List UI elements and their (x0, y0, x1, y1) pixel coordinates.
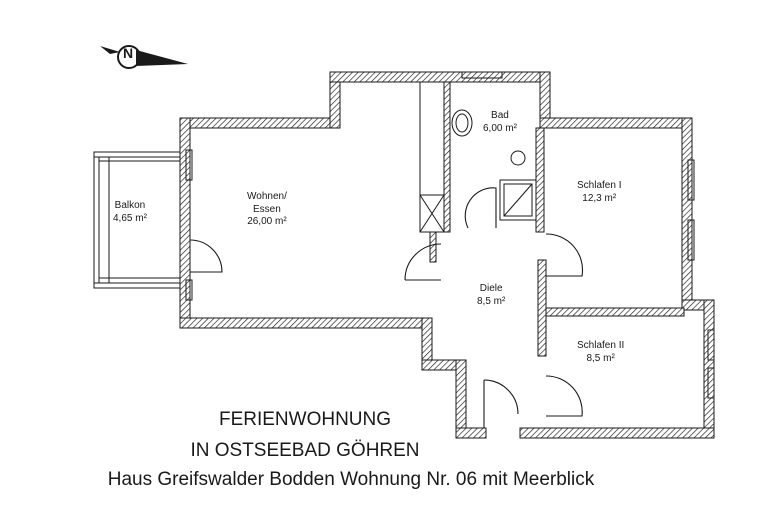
room-bad-area: 6,00 m² (483, 122, 517, 134)
room-schlafen1-area: 12,3 m² (582, 192, 617, 204)
room-bad: Bad 6,00 m² (483, 110, 517, 135)
caption-subtitle: Haus Greifswalder Bodden Wohnung Nr. 06 … (107, 469, 595, 490)
compass-letter: N (123, 45, 134, 61)
room-wohnen-name-2: Essen (253, 203, 281, 215)
doors (189, 187, 584, 428)
room-wohnen-name-1: Wohnen/ (247, 191, 287, 202)
room-balkon-name: Balkon (114, 200, 146, 211)
room-balkon: Balkon 4,65 m² (113, 200, 147, 225)
room-schlafen1-name: Schlafen I (577, 180, 622, 191)
room-wohnen-area: 26,00 m² (247, 216, 287, 227)
room-wohnen: Wohnen/ Essen 26,00 m² (247, 191, 287, 229)
room-balkon-area: 4,65 m² (113, 212, 147, 224)
room-schlafen2: Schlafen II 8,5 m² (577, 340, 624, 365)
compass-icon (100, 45, 188, 69)
interior-walls (419, 81, 685, 357)
windows (185, 71, 715, 399)
room-schlafen1: Schlafen I 12,3 m² (577, 180, 621, 205)
caption-title: FERIENWOHNUNG (218, 409, 392, 430)
room-bad-name: Bad (491, 110, 509, 121)
room-diele-name: Diele (479, 283, 503, 294)
caption-location: IN OSTSEEBAD GÖHREN (190, 440, 420, 461)
exterior-walls (179, 71, 715, 439)
room-diele-area: 8,5 m² (477, 295, 506, 307)
bathroom-fixtures (451, 109, 537, 221)
room-schlafen2-area: 8,5 m² (586, 352, 615, 364)
room-diele: Diele 8,5 m² (477, 283, 505, 308)
room-schlafen2-name: Schlafen II (577, 340, 625, 351)
